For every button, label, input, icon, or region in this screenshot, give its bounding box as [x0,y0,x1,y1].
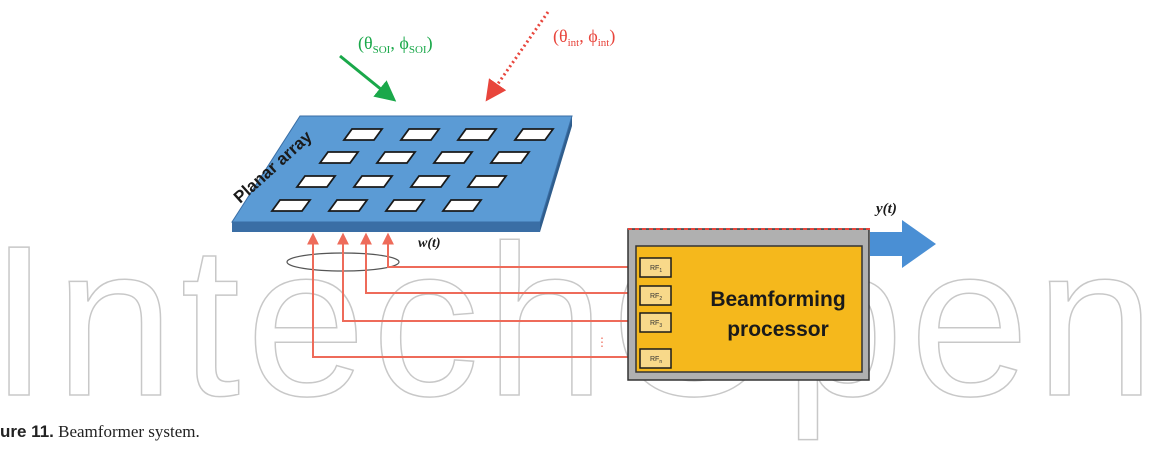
array-element [327,199,369,212]
planar-array [231,115,573,232]
array-element [441,199,483,212]
output-label: y(t) [874,201,897,217]
weights-label: w(t) [418,236,441,251]
array-element [318,151,360,164]
interference-label: (θint, ϕint) [553,26,615,49]
soi-arrow [339,54,397,102]
array-element [466,175,508,188]
array-element [384,199,426,212]
rf-box [639,312,672,333]
rf-box-label: RF1 [650,265,662,274]
array-element [352,175,394,188]
soi-label: (θSOI, ϕSOI) [358,33,433,56]
array-element [489,151,531,164]
rf-box [639,257,672,278]
interference-arrow [485,11,550,102]
rf-box [639,348,672,369]
array-element [295,175,337,188]
array-element [270,199,312,212]
array-element [342,128,384,141]
output-arrow [870,220,936,268]
rf-box-label: RF2 [650,293,662,302]
array-element [399,128,441,141]
array-element [432,151,474,164]
processor-title-line2: processor [727,318,829,341]
rf-box [639,285,672,306]
array-element [375,151,417,164]
ellipsis: ⋮ [596,335,608,349]
rf-box-label: RF3 [650,320,662,329]
array-elements [270,128,555,212]
caption-text: Beamformer system. [58,422,200,441]
processor-title-line1: Beamforming [710,288,845,311]
array-element [513,128,555,141]
array-element [409,175,451,188]
rf-box-label: RFn [650,356,662,365]
caption-number: ure 11. [0,422,54,441]
array-element [456,128,498,141]
figure-caption: ure 11. Beamformer system. [0,422,200,442]
feed-lines [307,232,636,358]
